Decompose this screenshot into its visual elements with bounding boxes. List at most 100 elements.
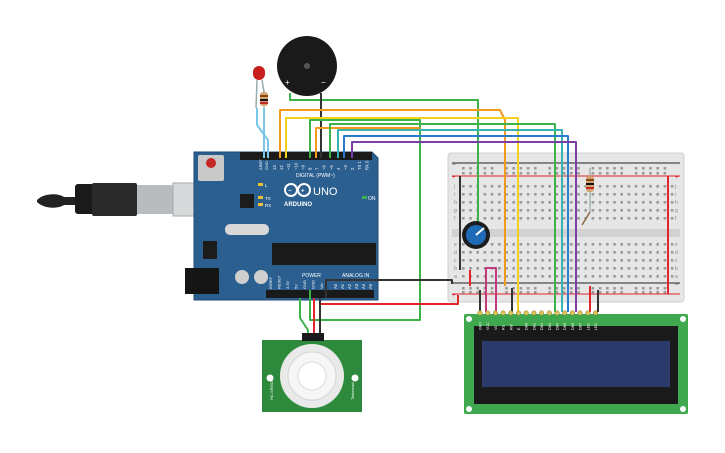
breadboard-hole xyxy=(498,243,501,246)
breadboard-hole xyxy=(498,251,501,254)
atmega-chip xyxy=(272,243,376,265)
breadboard-hole xyxy=(483,259,487,262)
breadboard-hole xyxy=(670,251,674,254)
breadboard-hole xyxy=(490,259,494,262)
wire-led xyxy=(256,108,269,158)
breadboard-hole xyxy=(498,267,501,270)
breadboard-hole xyxy=(577,251,580,254)
breadboard-hole xyxy=(613,275,616,278)
breadboard-hole xyxy=(620,251,623,254)
rail-plus-top-right: + xyxy=(675,175,679,181)
lcd-pin xyxy=(515,310,522,316)
breadboard-hole xyxy=(656,251,659,254)
breadboard-hole xyxy=(591,251,595,254)
row-letter: e xyxy=(675,242,678,248)
lcd-pin-label: DB2 xyxy=(540,323,544,330)
breadboard-hole xyxy=(505,185,508,188)
lcd-pin xyxy=(569,310,575,316)
breadboard-hole xyxy=(598,243,602,246)
breadboard-hole xyxy=(649,275,652,278)
rail-hole xyxy=(462,291,465,294)
rail-hole xyxy=(656,287,659,290)
breadboard-hole xyxy=(656,275,659,278)
breadboard-hole xyxy=(627,267,631,270)
led-resistor xyxy=(260,90,268,108)
breadboard-hole xyxy=(555,251,559,254)
lcd-pin-label: E xyxy=(517,327,521,330)
breadboard-hole xyxy=(591,275,595,278)
breadboard-hole xyxy=(663,193,667,196)
breadboard-hole xyxy=(462,267,465,270)
breadboard-hole xyxy=(498,185,501,188)
row-letters-top-left: j i h g f xyxy=(453,184,457,222)
lcd-pin-label: RS xyxy=(502,324,506,330)
rail-hole xyxy=(505,287,508,290)
breadboard-hole xyxy=(570,185,573,188)
rail-hole xyxy=(570,291,573,294)
breadboard-hole xyxy=(663,267,667,270)
breadboard-hole xyxy=(670,243,674,246)
digital-pin-label: ~10 xyxy=(293,162,298,170)
rail-hole xyxy=(642,291,645,294)
wire-yellow-1 xyxy=(285,117,519,312)
breadboard-hole xyxy=(512,209,515,212)
breadboard-hole xyxy=(642,267,645,270)
breadboard-hole xyxy=(577,267,580,270)
wire-teal-lcd xyxy=(337,129,563,312)
rail-plus-bottom: + xyxy=(452,293,456,299)
breadboard-hole xyxy=(562,201,566,204)
breadboard-hole xyxy=(642,259,645,262)
breadboard-hole xyxy=(613,201,616,204)
rail-hole xyxy=(519,287,523,290)
breadboard-hole xyxy=(548,267,551,270)
breadboard-hole xyxy=(649,185,652,188)
breadboard-hole xyxy=(634,267,638,270)
breadboard-hole xyxy=(627,251,631,254)
rail-hole xyxy=(548,287,551,290)
row-letter: g xyxy=(454,208,457,214)
breadboard-hole xyxy=(584,185,587,188)
analog-pin-label: A4 xyxy=(361,283,366,289)
lcd-pin xyxy=(500,310,506,316)
breadboard-hole xyxy=(555,185,559,188)
breadboard-hole xyxy=(642,217,645,220)
rail-hole xyxy=(519,167,523,170)
breadboard-hole xyxy=(627,193,631,196)
rail-hole xyxy=(555,167,559,170)
breadboard-hole xyxy=(634,193,638,196)
rail-hole xyxy=(505,291,508,294)
breadboard-hole xyxy=(534,209,537,212)
row-letter: c xyxy=(454,258,457,264)
breadboard-hole xyxy=(512,259,515,262)
breadboard-hole xyxy=(634,209,638,212)
power-pin-label: IOREF xyxy=(268,276,273,289)
rail-hole xyxy=(469,172,472,175)
breadboard-hole xyxy=(584,275,587,278)
breadboard-hole xyxy=(469,267,472,270)
reset-button[interactable] xyxy=(206,158,216,168)
breadboard-hole xyxy=(577,217,580,220)
row-letter: b xyxy=(454,266,457,272)
breadboard-hole xyxy=(512,193,515,196)
potentiometer[interactable] xyxy=(462,221,490,249)
wires xyxy=(256,93,669,340)
rail-hole xyxy=(512,167,515,170)
lcd-pin-label: LED xyxy=(586,323,590,330)
rail-hole xyxy=(512,172,515,175)
breadboard-hole xyxy=(469,209,472,212)
breadboard-hole xyxy=(548,185,551,188)
rail-hole xyxy=(591,291,595,294)
rail-hole xyxy=(490,172,494,175)
breadboard-hole xyxy=(656,193,659,196)
rail-hole xyxy=(663,172,667,175)
breadboard-hole xyxy=(584,259,587,262)
breadboard-hole xyxy=(634,251,638,254)
led-rx-label: RX xyxy=(265,203,271,208)
breadboard-hole xyxy=(555,275,559,278)
pir-left-label: HC-SR501 xyxy=(269,380,274,400)
breadboard-hole xyxy=(591,267,595,270)
breadboard-hole xyxy=(462,259,465,262)
rail-hole xyxy=(512,287,515,290)
